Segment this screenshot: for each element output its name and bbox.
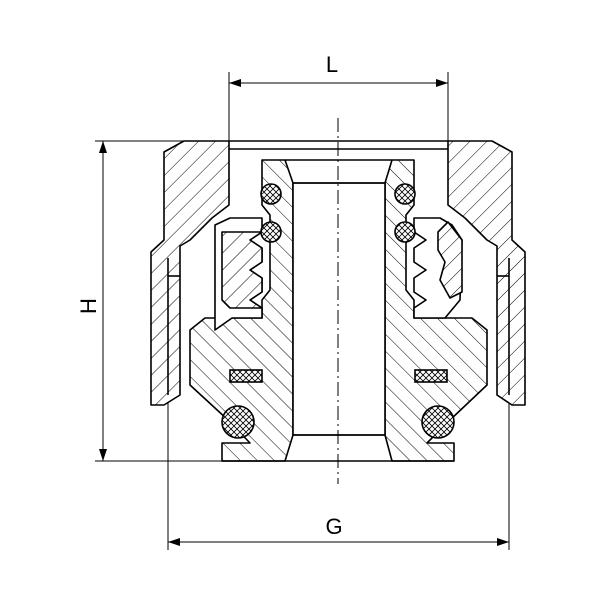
collet-left <box>214 217 263 331</box>
seal-seat-left <box>229 369 263 383</box>
o-ring-upper-left-2 <box>260 221 282 243</box>
collet-right <box>413 217 463 319</box>
o-rings <box>221 183 455 439</box>
dimension-L: L <box>228 52 449 150</box>
o-ring-lower-left <box>221 405 255 439</box>
o-ring-upper-right-2 <box>394 221 416 243</box>
o-ring-lower-right <box>421 405 455 439</box>
dimension-label-H: H <box>76 298 101 314</box>
outer-body-right <box>447 140 526 406</box>
dimension-label-G: G <box>325 514 342 539</box>
dimension-label-L: L <box>326 52 338 77</box>
o-ring-upper-left-1 <box>260 183 282 205</box>
collet-left-teeth <box>221 231 263 309</box>
seal-seat-right <box>414 369 448 383</box>
pipe-bore <box>292 182 386 436</box>
inner-sleeve <box>189 159 488 462</box>
o-ring-upper-right-1 <box>394 183 416 205</box>
collet-right-teeth <box>437 221 463 299</box>
